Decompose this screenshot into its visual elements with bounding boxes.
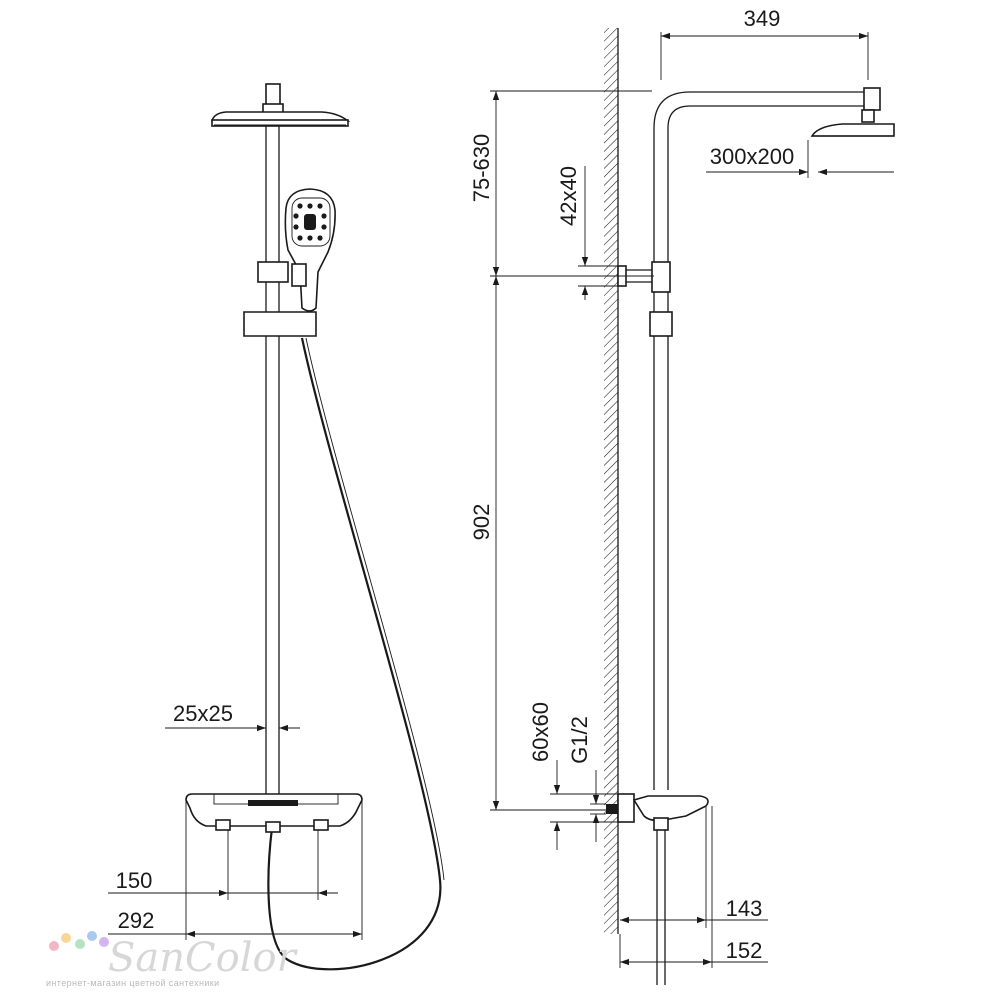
dim-holder-plate: 42x40 (556, 166, 581, 226)
dim-bar-length: 902 (469, 504, 494, 541)
shower-hose (267, 337, 442, 971)
watermark-dot (49, 941, 59, 951)
spray-nozzles (293, 203, 327, 241)
watermark-brand: SanColor (108, 935, 299, 981)
dim-mixer-centers: 150 (116, 868, 153, 893)
watermark-tagline: интернет-магазин цветной сантехники (46, 978, 220, 988)
mixer-side (606, 793, 709, 985)
dim-mixer-plate: 60x60 (528, 702, 553, 762)
dim-thread: G1/2 (567, 716, 592, 764)
side-view (604, 28, 895, 985)
rain-shower-head (210, 83, 351, 127)
dim-mixer-depth-2: 152 (726, 938, 763, 963)
arm-bracket (257, 261, 289, 283)
watermark-dot (61, 933, 71, 943)
dim-height-adjust: 75-630 (469, 134, 494, 203)
watermark-dot (87, 931, 97, 941)
dimension-labels: 349 300x200 75-630 42x40 902 25x25 60x60… (116, 6, 795, 963)
watermark-dot (99, 937, 109, 947)
dimension-lines (108, 32, 894, 968)
shower-rail-front (265, 126, 280, 800)
watermark-dot (75, 939, 85, 949)
dim-mixer-depth-1: 143 (726, 896, 763, 921)
hand-shower (284, 188, 336, 312)
mixer-shelf-front (185, 793, 363, 833)
dim-arm-length: 349 (744, 6, 781, 31)
holder-side (649, 311, 673, 337)
sliding-holder (243, 311, 317, 337)
dim-bar-profile: 25x25 (173, 701, 233, 726)
dim-head-size: 300x200 (710, 144, 794, 169)
wall-bracket-side (617, 261, 671, 293)
watermark-dots (49, 931, 109, 951)
sancolor-watermark: SanColor интернет-магазин цветной сантех… (46, 931, 299, 988)
shower-arm-side (653, 87, 895, 266)
wall-hatch (604, 28, 618, 934)
front-view (185, 83, 445, 971)
dim-mixer-width: 292 (118, 908, 155, 933)
